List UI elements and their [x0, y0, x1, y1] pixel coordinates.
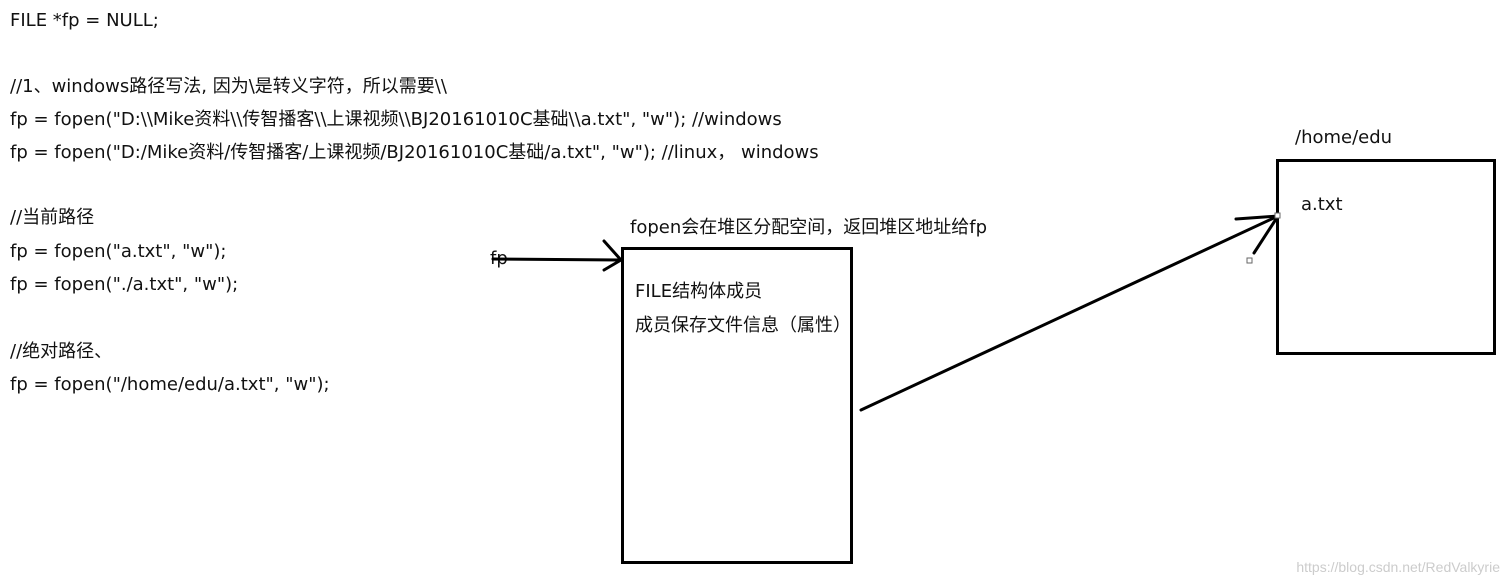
struct-to-file-arrow: [859, 212, 1281, 412]
heap-allocation-caption: fopen会在堆区分配空间，返回堆区地址给fp: [630, 217, 988, 238]
code-line-current-path-1: fp = fopen("a.txt", "w");: [10, 241, 227, 262]
code-line-windows-path: fp = fopen("D:\\Mike资料\\传智播客\\上课视频\\BJ20…: [10, 109, 782, 130]
code-declaration: FILE *fp = NULL;: [10, 10, 159, 31]
fp-arrow: [491, 239, 623, 272]
file-struct-box: FILE结构体成员 成员保存文件信息（属性）: [621, 247, 853, 564]
watermark-text: https://blog.csdn.net/RedValkyrie: [1296, 559, 1500, 575]
code-comment-absolute-path: //绝对路径、: [10, 341, 113, 362]
file-name-label: a.txt: [1301, 194, 1343, 215]
code-comment-current-path: //当前路径: [10, 207, 95, 228]
file-struct-info-label: 成员保存文件信息（属性）: [635, 315, 851, 336]
code-line-current-path-2: fp = fopen("./a.txt", "w");: [10, 274, 239, 295]
code-comment-windows: //1、windows路径写法, 因为\是转义字符，所以需要\\: [10, 76, 447, 97]
code-line-absolute-path: fp = fopen("/home/edu/a.txt", "w");: [10, 374, 330, 395]
code-line-linux-path: fp = fopen("D:/Mike资料/传智播客/上课视频/BJ201610…: [10, 142, 819, 163]
file-box: a.txt: [1276, 159, 1496, 355]
file-struct-members-label: FILE结构体成员: [635, 281, 763, 302]
directory-label: /home/edu: [1295, 127, 1393, 148]
